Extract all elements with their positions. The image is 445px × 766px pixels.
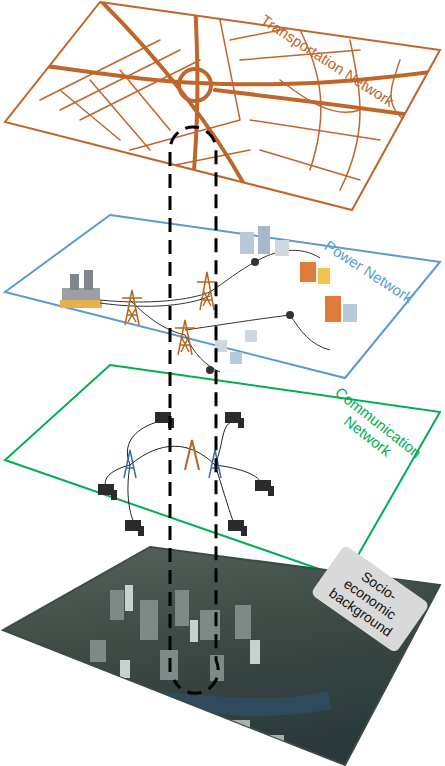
plane-outline bbox=[0, 210, 445, 385]
network-layer-plane: Transportation Network bbox=[0, 0, 445, 215]
network-layer-plane: Communication Network bbox=[0, 360, 445, 585]
plane-outline bbox=[0, 360, 445, 585]
network-layer-plane: Power Network bbox=[0, 210, 445, 385]
plane-polygon bbox=[5, 2, 440, 210]
plane-polygon bbox=[5, 365, 440, 578]
photo-layer-plane: Socio-economic background bbox=[0, 545, 445, 766]
plane-polygon bbox=[5, 215, 440, 378]
plane-outline bbox=[0, 0, 445, 215]
